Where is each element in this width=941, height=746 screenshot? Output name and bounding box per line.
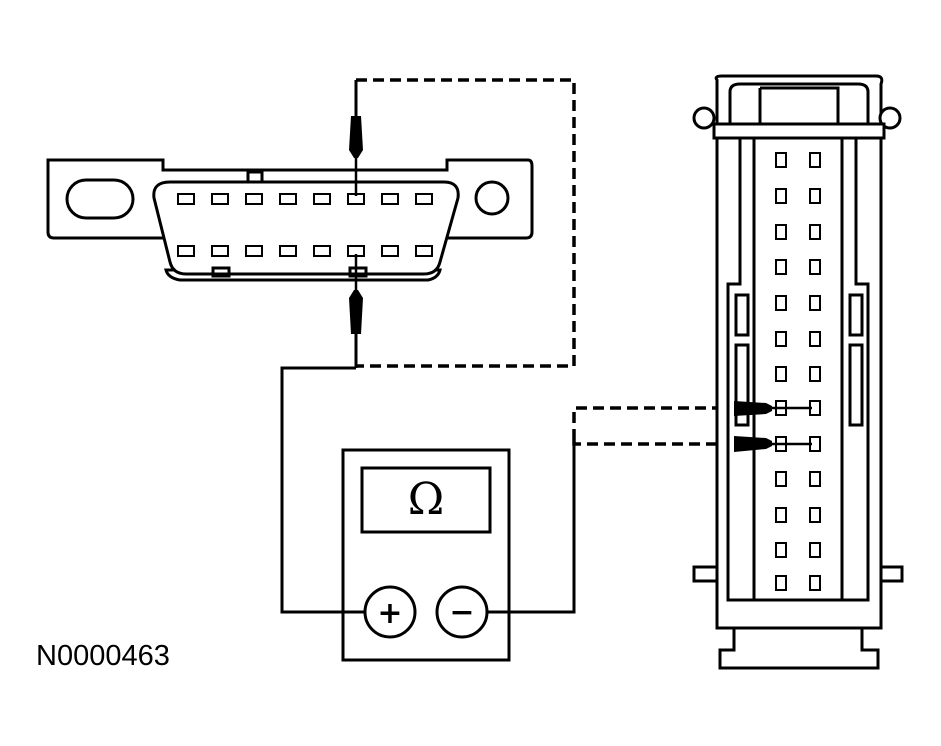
dlc-probe-top [349, 80, 363, 196]
module-probe-lower [734, 436, 812, 452]
negative-terminal: − [449, 595, 474, 630]
positive-terminal: + [377, 596, 402, 631]
obd-pin-row-bottom [177, 245, 433, 257]
jumper-wire-dlc [356, 78, 576, 368]
obd-connector-icon [46, 158, 534, 282]
jumper-wire-module-upper [572, 406, 734, 440]
positive-lead [280, 366, 365, 614]
module-connector-icon [692, 74, 904, 670]
meter-display-symbol: Ω [408, 474, 444, 525]
ohmmeter-icon [341, 448, 511, 662]
figure-id: N0000463 [36, 640, 170, 672]
dlc-probe-bottom [349, 254, 363, 368]
module-probe-upper [734, 401, 812, 416]
negative-lead [487, 440, 576, 614]
jumper-wire-module-lower [572, 440, 734, 446]
obd-pin-row-top [177, 193, 433, 205]
